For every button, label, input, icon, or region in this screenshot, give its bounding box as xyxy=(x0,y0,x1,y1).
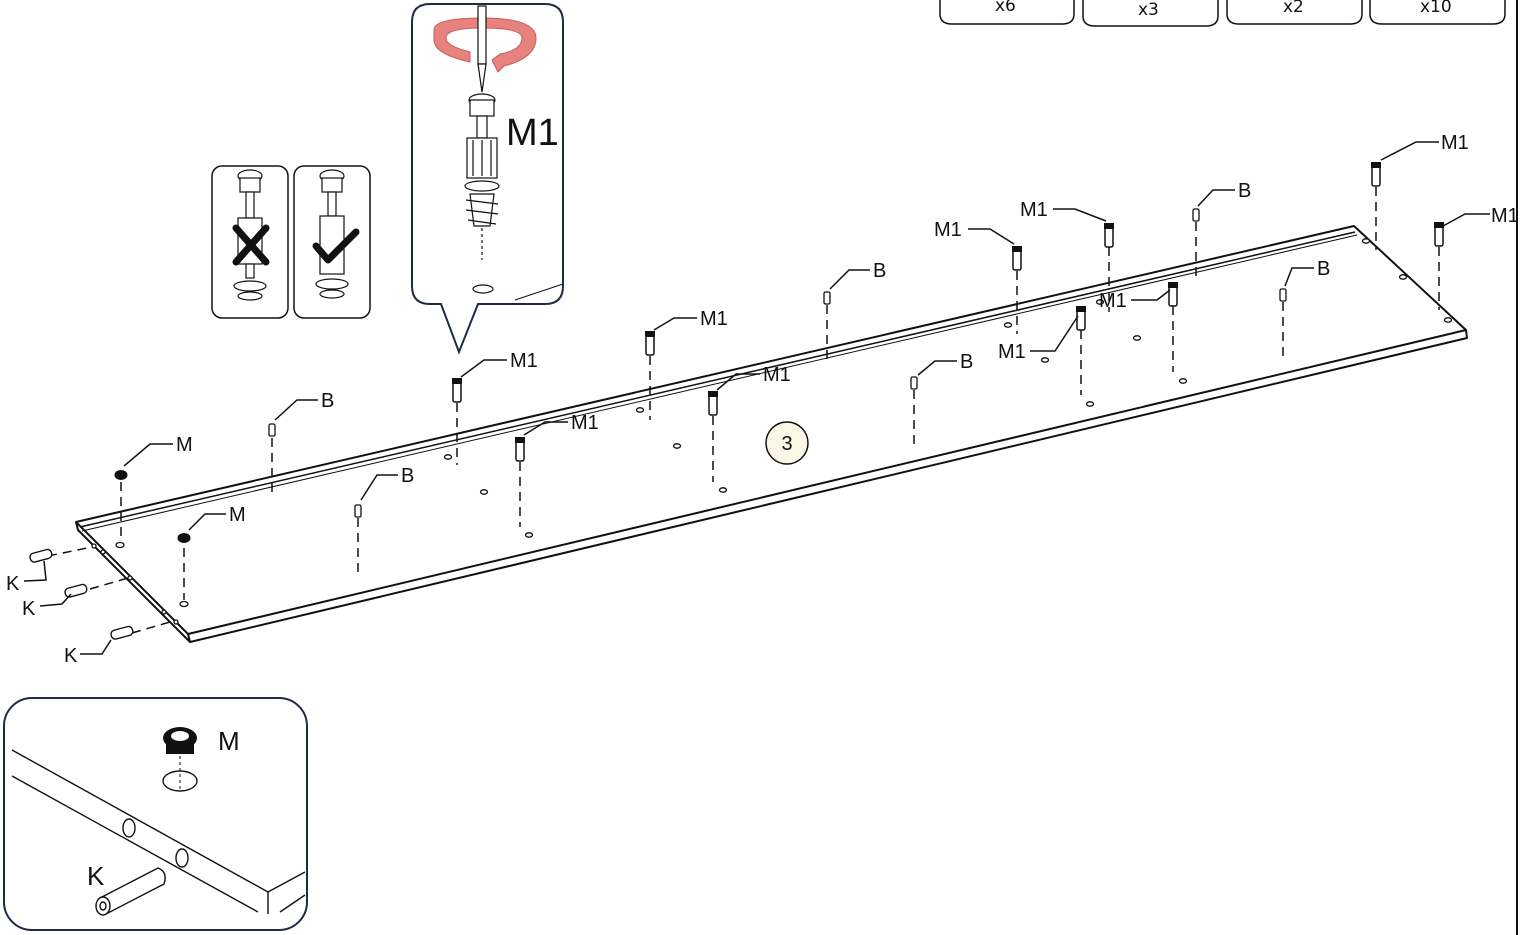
part-label-m1-3: M1 xyxy=(700,308,728,330)
pins-b xyxy=(268,208,1287,518)
part-label-m-2: M xyxy=(229,504,246,526)
cam-locks-m xyxy=(114,470,191,543)
cam-bolt-heads xyxy=(452,162,1444,443)
comparison-panels xyxy=(211,165,371,319)
insertion-guides xyxy=(47,187,1440,634)
rotation-arrow-icon xyxy=(433,17,537,73)
parts-box-3 xyxy=(1226,0,1363,25)
screwdriver-icon xyxy=(477,5,487,93)
wrong-mark-icon xyxy=(232,224,270,266)
part-label-b-4: B xyxy=(960,351,973,373)
part-label-m1-8: M1 xyxy=(1099,290,1127,312)
part-label-m-1: M xyxy=(176,434,193,456)
bolt-drawing-right xyxy=(315,169,349,299)
part-label-m1-4: M1 xyxy=(763,364,791,386)
part-label-b-1: B xyxy=(321,390,334,412)
detail-view: M K xyxy=(3,697,308,931)
part-label-k-1: K xyxy=(6,573,20,595)
parts-count-4: x10 xyxy=(1420,0,1452,17)
part-label-b-6: B xyxy=(1317,258,1330,280)
panel-holes xyxy=(91,238,1453,625)
step-badge: 3 xyxy=(765,421,809,465)
callout-screw-label: M1 xyxy=(506,112,559,154)
part-label-m1-7: M1 xyxy=(998,341,1026,363)
detail-label-m: M xyxy=(218,726,240,756)
detail-board xyxy=(11,749,306,914)
dowels-k xyxy=(29,548,134,640)
parts-count-1: x6 xyxy=(995,0,1016,16)
screwdriver-callout: M1 xyxy=(411,3,564,355)
part-label-m1-9: M1 xyxy=(1441,132,1469,154)
part-label-k-2: K xyxy=(22,598,36,620)
step-number: 3 xyxy=(781,433,792,455)
part-label-m1-5: M1 xyxy=(934,219,962,241)
part-label-b-5: B xyxy=(1238,180,1251,202)
part-label-m1-2: M1 xyxy=(571,412,599,434)
part-label-m1-1: M1 xyxy=(510,350,538,372)
parts-box-4 xyxy=(1369,0,1506,25)
parts-count-3: x2 xyxy=(1283,0,1304,17)
detail-dowel xyxy=(95,867,166,916)
parts-box-1 xyxy=(939,0,1075,25)
correct-mark-icon xyxy=(312,228,360,264)
part-labels: M M B B M1 M1 M1 B M1 M1 M1 M1 B B M1 M1… xyxy=(6,132,1519,667)
part-label-m1-10: M1 xyxy=(1491,205,1519,227)
detail-label-k: K xyxy=(87,861,105,891)
parts-box-2 xyxy=(1082,0,1219,27)
part-label-b-3: B xyxy=(873,260,886,282)
parts-count-2: x3 xyxy=(1138,0,1159,20)
callout-cam-bolt xyxy=(464,93,500,227)
detail-cam-lock xyxy=(162,727,198,792)
part-label-b-2: B xyxy=(401,465,414,487)
part-label-m1-6: M1 xyxy=(1020,199,1048,221)
leader-lines xyxy=(23,141,1490,655)
parts-count-strip xyxy=(939,0,1506,27)
part-label-k-3: K xyxy=(64,645,78,667)
